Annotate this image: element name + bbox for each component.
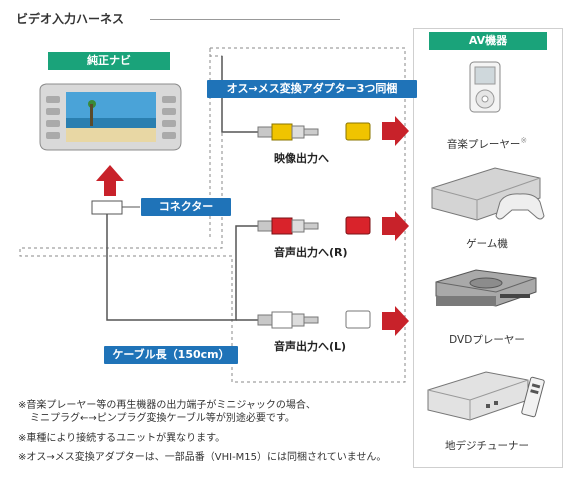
video-plug-icon <box>257 123 319 141</box>
video-adapter-icon <box>345 122 371 141</box>
note-3: ※オス→メス変換アダプターは、一部品番（VHI-M15）には同梱されていません。 <box>18 452 387 463</box>
dvd-player-label: DVDプレーヤー <box>449 334 525 346</box>
audio-l-output-label: 音声出力へ(L) <box>274 340 347 353</box>
audio-l-adapter-icon <box>345 310 371 329</box>
digital-tuner-label: 地デジチューナー <box>445 440 529 452</box>
note-1b: ミニプラグ←→ピンプラグ変換ケーブル等が別途必要です。 <box>30 413 295 424</box>
digital-tuner-icon <box>427 371 545 421</box>
video-output-label: 映像出力へ <box>274 152 329 165</box>
navi-unit-icon <box>39 83 182 151</box>
audio-l-plug-icon <box>257 311 319 329</box>
connector-tag: コネクター <box>141 198 231 216</box>
note-2: ※車種により接続するユニットが異なります。 <box>18 433 226 444</box>
audio-r-arrow-icon <box>382 211 409 241</box>
dvd-player-icon <box>435 269 537 307</box>
music-player-label: 音楽プレーヤー※ <box>413 136 561 152</box>
av-devices-tag: AV機器 <box>429 32 547 50</box>
audio-l-arrow-icon <box>382 306 409 336</box>
connector-icon <box>91 200 123 215</box>
music-player-note-mark: ※ <box>520 136 528 145</box>
cable-length-tag: ケーブル長（150cm） <box>104 346 238 364</box>
audio-r-adapter-icon <box>345 216 371 235</box>
navi-tag: 純正ナビ <box>48 52 170 70</box>
note-1a: ※音楽プレーヤー等の再生機器の出力端子がミニジャックの場合、 <box>18 400 316 411</box>
music-player-icon <box>469 61 501 113</box>
adapter-tag: オス→メス変換アダプター3つ同梱 <box>207 80 417 98</box>
game-console-icon <box>431 167 545 221</box>
video-arrow-icon <box>382 116 409 146</box>
dashed-boundary <box>19 47 406 383</box>
up-arrow-icon <box>96 165 124 196</box>
music-player-name: 音楽プレーヤー <box>446 138 521 151</box>
game-console-label: ゲーム機 <box>466 238 508 250</box>
main-cable <box>106 214 258 321</box>
title-divider <box>150 19 340 20</box>
page-title: ビデオ入力ハーネス <box>16 12 125 26</box>
audio-r-output-label: 音声出力へ(R) <box>274 246 348 259</box>
audio-r-plug-icon <box>257 217 319 235</box>
